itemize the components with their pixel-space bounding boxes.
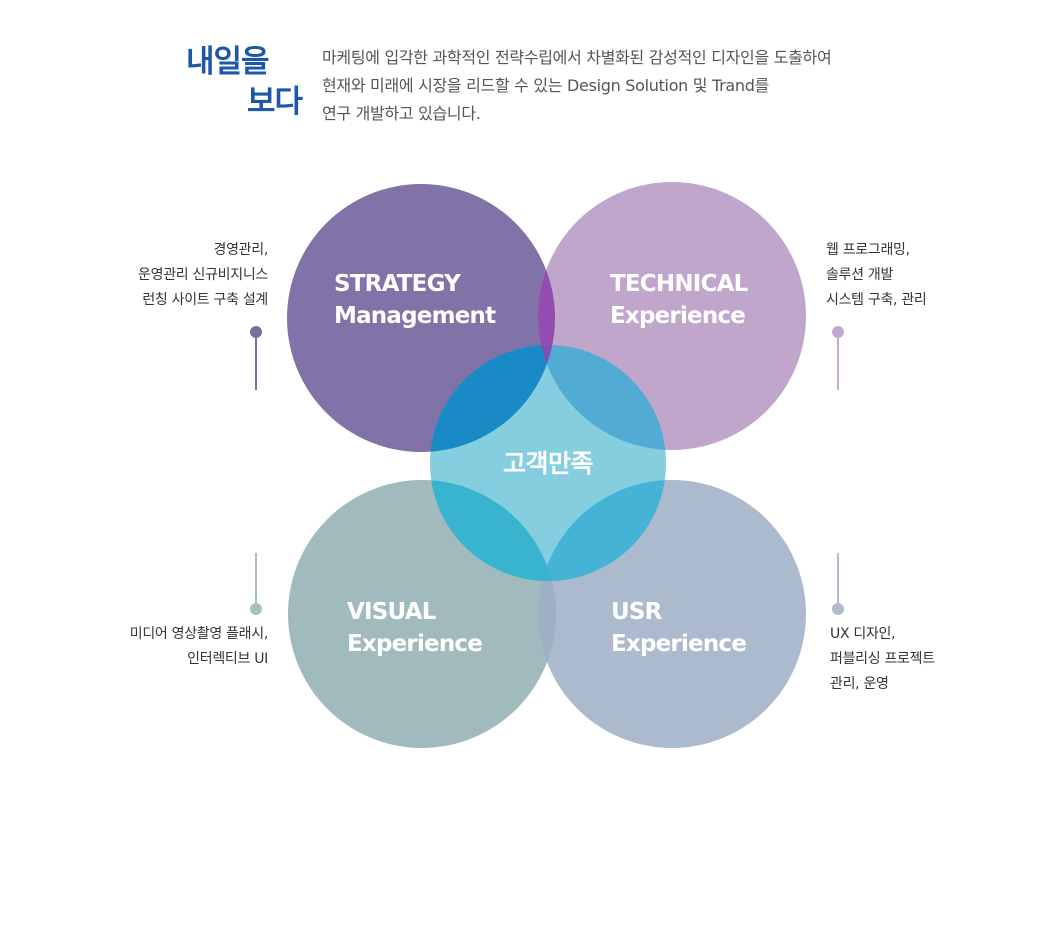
- note-strategy-line: [255, 338, 257, 390]
- note-strategy: 경영관리, 운영관리 신규비지니스 런칭 사이트 구축 설계: [138, 238, 268, 313]
- note-technical-line3: 시스템 구축, 관리: [826, 292, 927, 308]
- label-strategy-line2: Management: [334, 303, 496, 329]
- note-usr-line1: UX 디자인,: [830, 626, 896, 642]
- note-visual-line2: 인터렉티브 UI: [187, 651, 268, 667]
- note-technical-line2: 솔루션 개발: [826, 267, 894, 283]
- note-technical-dot: [832, 326, 844, 338]
- label-technical-line1: TECHNICAL: [610, 271, 748, 297]
- label-center: 고객만족: [502, 449, 594, 478]
- note-usr-line: [837, 553, 839, 603]
- note-technical-line: [837, 338, 839, 390]
- label-usr-line2: Experience: [611, 631, 747, 657]
- overlap-technical-center: [538, 345, 666, 450]
- note-usr-line3: 관리, 운영: [830, 676, 889, 692]
- title-line-1: 내일을: [186, 44, 270, 80]
- note-usr-line2: 퍼블리싱 프로젝트: [830, 651, 935, 667]
- note-strategy-line2: 운영관리 신규비지니스: [138, 267, 268, 283]
- overlap-visual-center: [430, 480, 556, 581]
- note-technical: 웹 프로그래밍, 솔루션 개발 시스템 구축, 관리: [826, 238, 927, 313]
- label-strategy-line1: STRATEGY: [334, 271, 461, 297]
- title-line-2: 보다: [246, 84, 303, 120]
- label-usr-line1: USR: [611, 599, 662, 625]
- note-strategy-line3: 런칭 사이트 구축 설계: [142, 292, 268, 308]
- label-strategy: STRATEGY Management: [334, 268, 496, 332]
- intro-line-3: 연구 개발하고 있습니다.: [322, 104, 481, 123]
- note-usr-dot: [832, 603, 844, 615]
- note-visual-line1: 미디어 영상촬영 플래시,: [129, 626, 269, 642]
- label-technical-line2: Experience: [610, 303, 746, 329]
- label-visual: VISUAL Experience: [347, 596, 483, 660]
- note-usr: UX 디자인, 퍼블리싱 프로젝트 관리, 운영: [830, 622, 935, 697]
- section-title: 내일을 보다: [150, 42, 303, 122]
- intro-line-1: 마케팅에 입각한 과학적인 전략수립에서 차별화된 감성적인 디자인을 도출하여: [322, 48, 832, 67]
- note-technical-line1: 웹 프로그래밍,: [826, 242, 910, 258]
- note-strategy-line1: 경영관리,: [213, 242, 269, 258]
- intro-line-2: 현재와 미래에 시장을 리드할 수 있는 Design Solution 및 T…: [322, 76, 770, 95]
- note-visual: 미디어 영상촬영 플래시, 인터렉티브 UI: [129, 622, 269, 672]
- note-visual-line: [255, 553, 257, 603]
- overlap-strategy-center: [430, 345, 555, 452]
- note-visual-dot: [250, 603, 262, 615]
- label-visual-line2: Experience: [347, 631, 483, 657]
- label-technical: TECHNICAL Experience: [610, 268, 748, 332]
- note-strategy-dot: [250, 326, 262, 338]
- label-visual-line1: VISUAL: [347, 599, 436, 625]
- overlap-usr-center: [538, 480, 666, 581]
- intro-text: 마케팅에 입각한 과학적인 전략수립에서 차별화된 감성적인 디자인을 도출하여…: [322, 44, 962, 128]
- label-usr: USR Experience: [611, 596, 747, 660]
